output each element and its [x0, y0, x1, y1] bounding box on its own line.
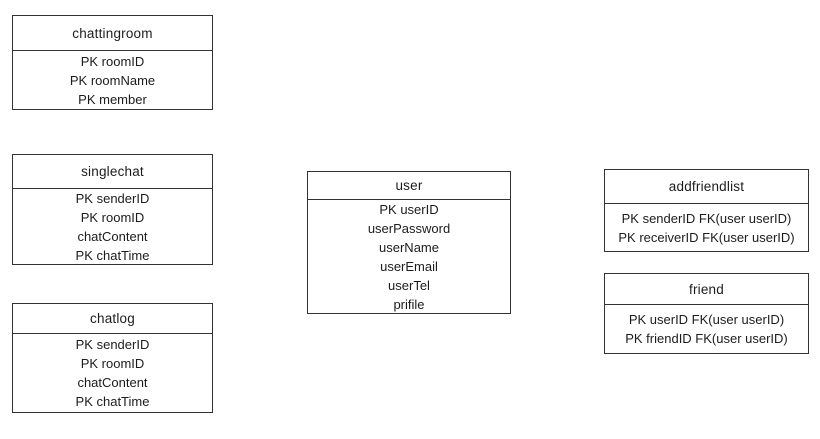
field-row: PK senderID	[75, 191, 150, 206]
entity-addfriendlist-title: addfriendlist	[605, 170, 808, 204]
field-row: PK roomID	[80, 210, 145, 225]
entity-user-fields: PK userID userPassword userName userEmai…	[308, 200, 510, 314]
field-row: userEmail	[380, 259, 438, 274]
entity-friend-fields: PK userID FK(user userID) PK friendID FK…	[605, 305, 808, 353]
entity-friend-title: friend	[605, 274, 808, 305]
field-row: PK roomID	[80, 53, 145, 69]
entity-singlechat: singlechat PK senderID PK roomID chatCon…	[12, 154, 213, 265]
entity-chattingroom-fields: PK roomID PK roomName PK member	[13, 51, 212, 109]
entity-addfriendlist: addfriendlist PK senderID FK(user userID…	[604, 169, 809, 252]
entity-friend: friend PK userID FK(user userID) PK frie…	[604, 273, 809, 354]
field-row: userPassword	[367, 221, 451, 236]
entity-singlechat-title: singlechat	[13, 155, 212, 189]
field-row: PK chatTime	[75, 248, 150, 263]
field-row: chatContent	[77, 375, 148, 390]
entity-user: user PK userID userPassword userName use…	[307, 171, 511, 314]
entity-chattingroom: chattingroom PK roomID PK roomName PK me…	[12, 15, 213, 110]
entity-chatlog-fields: PK senderID PK roomID chatContent PK cha…	[13, 334, 212, 412]
entity-singlechat-fields: PK senderID PK roomID chatContent PK cha…	[13, 189, 212, 265]
field-row: userName	[379, 240, 439, 255]
field-row: chatContent	[77, 229, 148, 244]
entity-chattingroom-title: chattingroom	[13, 16, 212, 51]
field-row: PK receiverID FK(user userID)	[618, 229, 795, 245]
field-row: PK senderID FK(user userID)	[621, 210, 792, 226]
field-row: PK senderID	[75, 337, 150, 352]
field-row: PK friendID FK(user userID)	[625, 331, 788, 346]
field-row: PK chatTime	[75, 394, 150, 409]
field-row: userTel	[388, 278, 430, 293]
field-row: PK roomName	[69, 72, 156, 88]
field-row: PK userID	[379, 202, 439, 217]
entity-user-title: user	[308, 172, 510, 200]
field-row: PK userID FK(user userID)	[628, 312, 785, 327]
field-row: PK member	[78, 91, 147, 107]
entity-addfriendlist-fields: PK senderID FK(user userID) PK receiverI…	[605, 204, 808, 251]
field-row: PK roomID	[80, 356, 145, 371]
entity-chatlog: chatlog PK senderID PK roomID chatConten…	[12, 303, 213, 413]
entity-chatlog-title: chatlog	[13, 304, 212, 334]
field-row: prifile	[393, 297, 425, 312]
